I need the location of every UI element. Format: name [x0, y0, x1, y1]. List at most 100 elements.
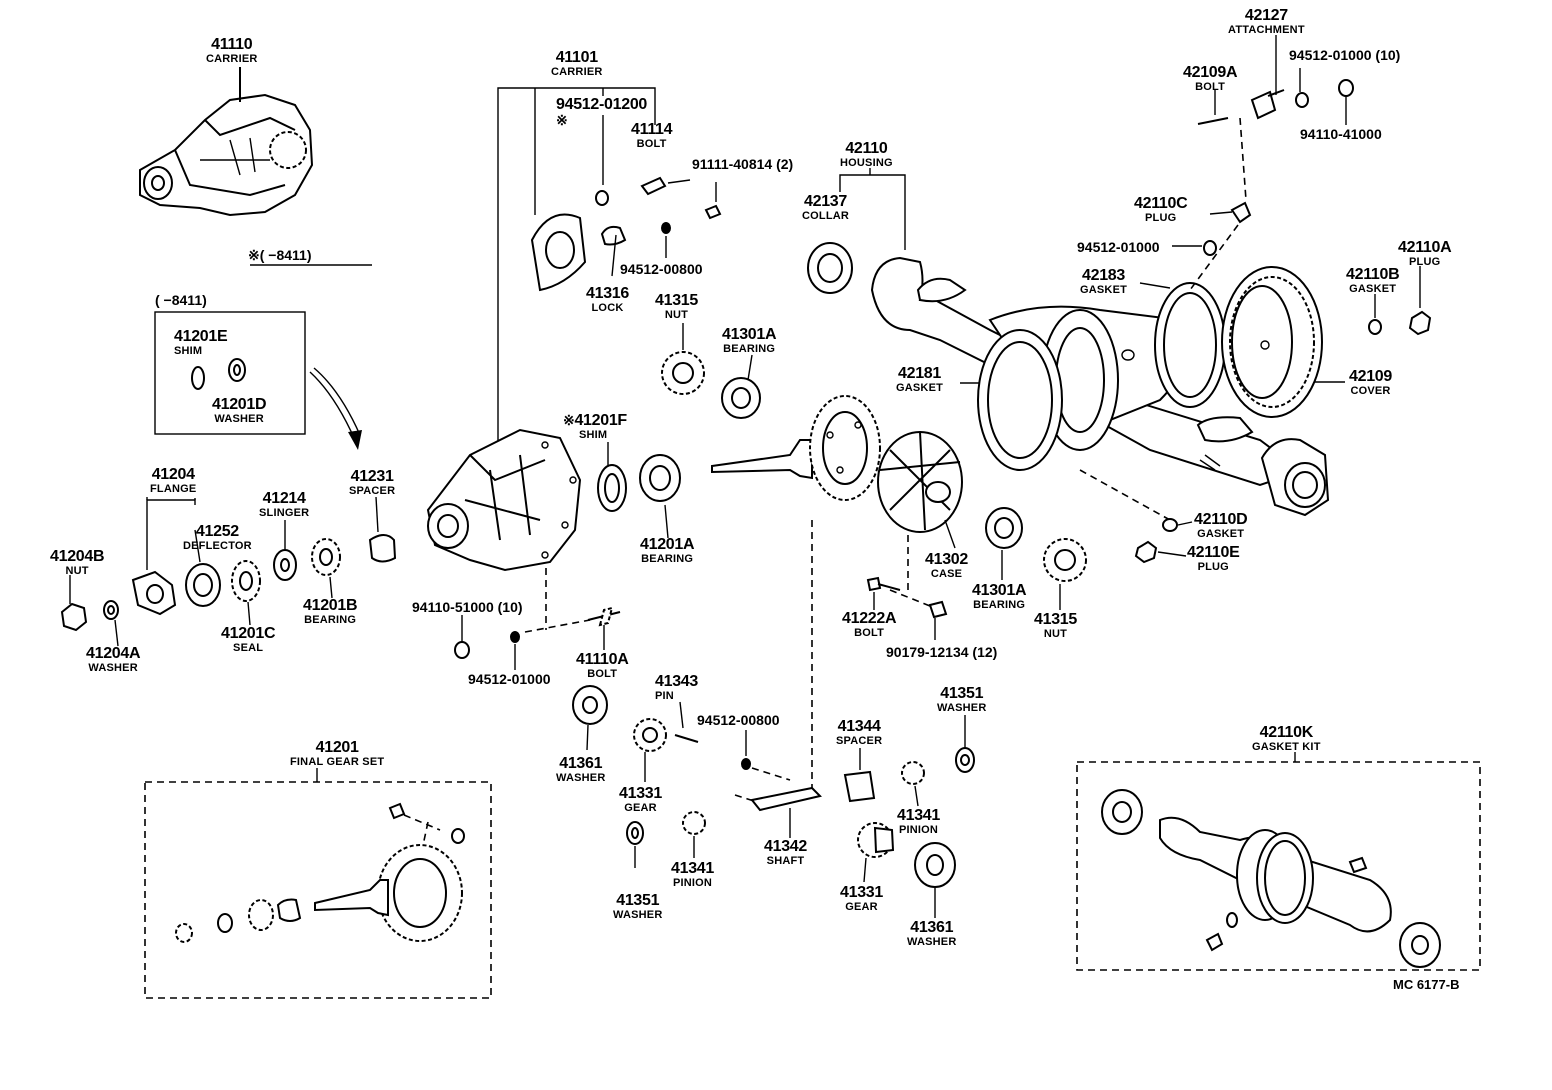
part-41342-label: 41342 SHAFT: [764, 839, 807, 867]
part-41231-label: 41231 SPACER: [349, 469, 395, 497]
part-number: 42110D: [1194, 511, 1248, 528]
part-41204B-label: 41204B NUT: [50, 548, 105, 577]
part-41351-left-label: 41351 WASHER: [613, 893, 662, 921]
part-name: SHIM: [579, 429, 608, 441]
part-number: 41252: [195, 523, 239, 540]
part-name: SHAFT: [766, 855, 805, 867]
part-name: SPACER: [836, 735, 883, 747]
part-41201B-label: 41201B BEARING: [303, 598, 358, 626]
part-42127-label: 42127 ATTACHMENT: [1228, 8, 1305, 36]
part-41315-upper-label: 41315 NUT: [655, 293, 698, 321]
part-name: GEAR: [624, 802, 657, 814]
part-number: 42183: [1082, 267, 1126, 284]
part-number: 41201D: [212, 396, 267, 413]
part-name: PLUG: [1197, 561, 1229, 573]
part-number: 94512-01200: [556, 96, 648, 113]
part-42109A-label: 42109A BOLT: [1183, 64, 1238, 93]
part-number: 41214: [262, 490, 306, 507]
carrier-bolts-drawing: [454, 606, 621, 670]
ring-gear-pinion-drawing: [711, 395, 881, 790]
part-number: 41343: [655, 673, 698, 690]
part-name: HOUSING: [840, 157, 893, 169]
part-41316-label: 41316 LOCK: [586, 286, 629, 314]
part-name: GASKET: [1349, 283, 1397, 295]
part-name: PINION: [672, 877, 713, 889]
part-number: 41331: [619, 785, 662, 802]
plug-gasket-42110-drawing: [1368, 266, 1432, 336]
gasket-kit-box: [1076, 752, 1481, 971]
part-number: 41204: [151, 466, 195, 483]
drawing-code: MC 6177-B: [1393, 977, 1460, 992]
part-94512-01000-label: 94512-01000: [1077, 239, 1160, 255]
part-41361-left-label: 41361 WASHER: [556, 756, 605, 784]
part-name: BEARING: [723, 343, 776, 355]
part-number: 41204B: [50, 548, 105, 565]
part-42110D-label: 42110D GASKET: [1194, 511, 1248, 540]
part-41344-label: 41344 SPACER: [836, 719, 882, 747]
part-41301A-lower-label: 41301A BEARING: [972, 582, 1027, 611]
part-94512-00800-label: 94512-00800: [620, 261, 703, 277]
nut-bearing-lower-drawing: [985, 507, 1087, 610]
part-41301A-upper-label: 41301A BEARING: [722, 327, 777, 355]
part-number: 42109A: [1183, 64, 1238, 81]
part-41302-label: 41302 CASE: [925, 552, 968, 580]
part-number: 41201A: [640, 536, 695, 553]
part-number: 41342: [764, 838, 807, 855]
part-name: FINAL GEAR SET: [290, 756, 385, 768]
part-41204-label: 41204 FLANGE: [150, 467, 196, 495]
part-number: 41361: [910, 919, 954, 936]
part-name: NUT: [664, 309, 689, 321]
part-number: 42110K: [1259, 724, 1314, 741]
part-name: BOLT: [1195, 81, 1226, 93]
part-name: FLANGE: [150, 483, 197, 495]
part-name: BEARING: [641, 553, 694, 565]
part-number: 41201E: [174, 328, 228, 345]
part-name: WASHER: [214, 413, 264, 425]
serial-range-note: ※( −8411): [248, 247, 312, 263]
bearing-cap-drawing: [530, 213, 587, 292]
part-name: SEAL: [233, 642, 264, 654]
part-name: CARRIER: [551, 66, 603, 78]
part-name: LOCK: [591, 302, 624, 314]
part-number: 41302: [925, 551, 968, 568]
part-41201A-label: 41201A BEARING: [640, 536, 695, 565]
part-41201-label: 41201 FINAL GEAR SET: [290, 740, 384, 768]
part-name: WASHER: [88, 662, 138, 674]
part-name: SHIM: [174, 345, 203, 357]
part-41201F-label: ※41201F SHIM: [563, 413, 627, 441]
part-number: 41101: [555, 49, 598, 66]
part-name: GASKET KIT: [1252, 741, 1321, 753]
part-number: 41222A: [842, 610, 897, 627]
bolt-41222-drawing: [866, 576, 948, 640]
part-91111-40814-label: 91111-40814 (2): [692, 156, 794, 172]
attachment-42127-drawing: [1172, 35, 1354, 291]
part-name: BOLT: [854, 627, 885, 639]
diff-case-drawing: [877, 431, 963, 590]
part-number: 42110E: [1187, 544, 1240, 561]
plug-gasket-lower-drawing: [1079, 469, 1193, 564]
part-number: 41315: [655, 292, 698, 309]
part-name: WASHER: [907, 936, 957, 948]
part-41331-left-label: 41331 GEAR: [619, 786, 662, 814]
nut-bearing-upper-drawing: [661, 323, 761, 419]
part-42110C-label: 42110C PLUG: [1134, 196, 1188, 224]
part-41351-right-label: 41351 WASHER: [937, 686, 986, 714]
part-name: COLLAR: [802, 210, 850, 222]
diff-small-parts-drawing: [572, 685, 822, 868]
part-name: ATTACHMENT: [1228, 24, 1305, 36]
part-number: 41341: [897, 807, 940, 824]
part-name: PINION: [898, 824, 939, 836]
gasket-cover-42109-drawing: [1139, 266, 1345, 418]
part-name: GEAR: [845, 901, 878, 913]
gasket-42181-drawing: [960, 329, 1063, 471]
shim-bearing-41201-drawing: [597, 442, 681, 539]
part-number: 41201: [315, 739, 359, 756]
part-number: 41316: [586, 285, 629, 302]
part-name: CASE: [930, 568, 963, 580]
part-number: 41301A: [972, 582, 1027, 599]
part-94110-41000-label: 94110-41000: [1300, 126, 1382, 142]
part-name: DEFLECTOR: [183, 540, 252, 552]
part-42109-label: 42109 COVER: [1349, 369, 1392, 397]
part-name: PLUG: [1409, 256, 1441, 268]
